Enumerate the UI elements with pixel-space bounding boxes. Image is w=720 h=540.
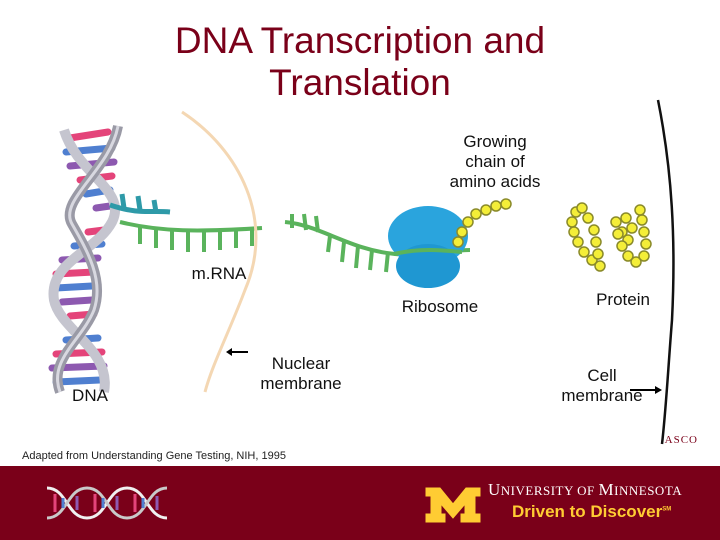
university-name: UNIVERSITY OF MINNESOTA: [488, 480, 683, 499]
label-dna: DNA: [72, 386, 108, 405]
nuclear-membrane: [181, 110, 258, 393]
footer-bar: UNIVERSITY OF MINNESOTA Driven to Discov…: [0, 466, 720, 540]
transcription-translation-diagram: [48, 99, 675, 445]
label-cell-membrane: Cell membrane: [561, 366, 643, 405]
ribosome: [388, 206, 468, 288]
arrow-head-icon: [226, 348, 232, 356]
arrow-head-icon: [655, 386, 662, 394]
university-m-logo-icon: [425, 487, 481, 523]
dna-template-strand: [109, 193, 171, 215]
folded-protein: [566, 202, 652, 272]
label-nuclear-membrane: Nuclear membrane: [260, 354, 342, 393]
credit-text: Adapted from Understanding Gene Testing,…: [22, 450, 286, 462]
slide-title: DNA Transcription and Translation: [174, 20, 546, 103]
amino-acid-chain: [452, 198, 512, 248]
label-ribosome: Ribosome: [401, 297, 479, 316]
label-mrna: m.RNA: [191, 264, 247, 283]
dna-logo-icon: [46, 486, 168, 520]
dna-helix: [48, 124, 123, 394]
label-protein: Protein: [596, 290, 650, 309]
university-tagline: Driven to DiscoverSM: [512, 502, 672, 521]
label-growing-chain: Growing chain of amino acids: [449, 132, 541, 191]
asco-mark: ASCO: [664, 434, 698, 446]
mrna-strand-nucleus: [119, 220, 263, 252]
cell-membrane: [656, 99, 675, 445]
